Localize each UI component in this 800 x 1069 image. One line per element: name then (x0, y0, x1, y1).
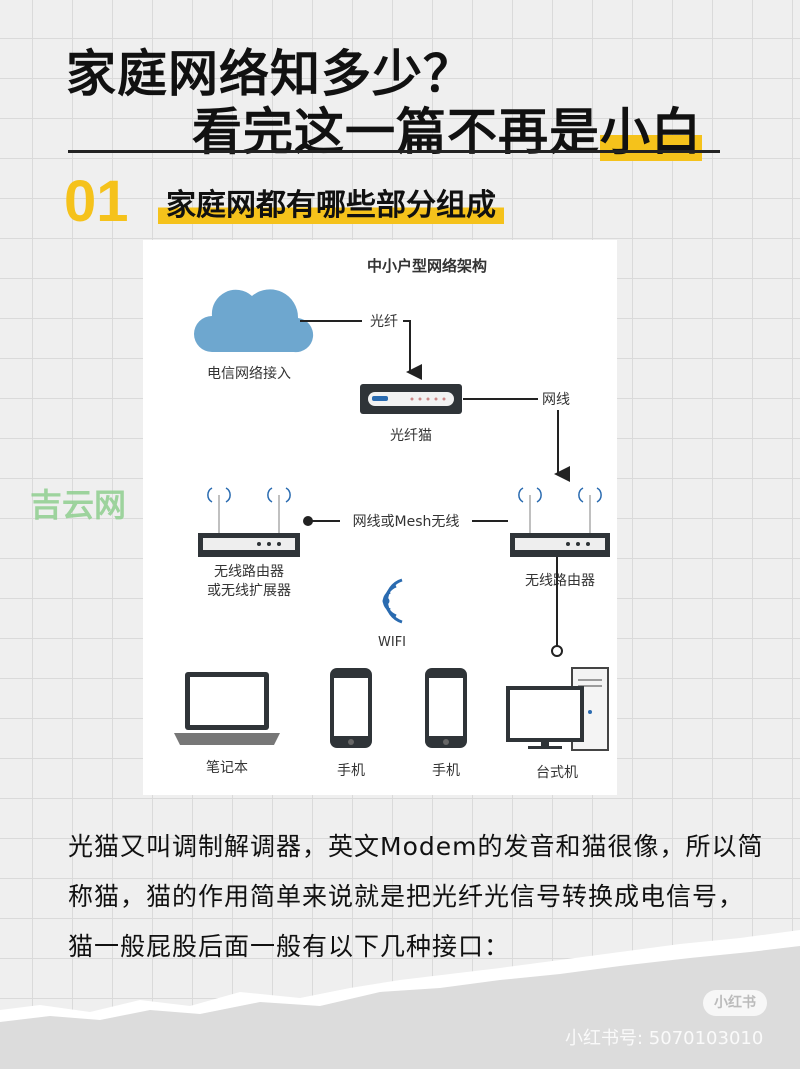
cloud-label: 电信网络接入 (207, 365, 291, 382)
network-diagram: 中小户型网络架构 电信网络接入 光纤 光纤猫 网线 无线路由器 或无线扩展器 无… (174, 257, 610, 781)
left-router-label-2: 或无线扩展器 (207, 583, 291, 599)
desktop-connector (551, 557, 563, 657)
modem-icon (360, 384, 462, 414)
cable-label: 网线 (542, 392, 570, 408)
divider (68, 150, 720, 153)
desktop-label: 台式机 (536, 765, 578, 781)
phone-label-2: 手机 (432, 763, 460, 779)
section-number: 01 (64, 169, 129, 234)
cable-connector (463, 398, 570, 482)
left-router-label-1: 无线路由器 (214, 564, 284, 580)
fiber-label: 光纤 (370, 314, 398, 330)
fiber-connector (300, 320, 422, 380)
modem-label: 光纤猫 (390, 428, 432, 444)
wifi-icon (382, 578, 403, 624)
laptop-label: 笔记本 (206, 760, 248, 776)
right-router-icon (510, 487, 610, 557)
account-id: 小红书号: 5070103010 (565, 1028, 764, 1049)
network-diagram-panel: 中小户型网络架构 电信网络接入 光纤 光纤猫 网线 无线路由器 或无线扩展器 无… (143, 240, 617, 795)
xiaohongshu-badge: 小红书 (703, 990, 767, 1016)
phone-label-1: 手机 (337, 763, 365, 779)
phone-icon (330, 668, 372, 748)
body-text: 光猫又叫调制解调器，英文Modem的发音和猫很像，所以简称猫，猫的作用简单来说就… (68, 832, 764, 961)
section-title: 家庭网都有哪些部分组成 (158, 180, 504, 224)
right-router-label: 无线路由器 (525, 573, 595, 589)
cloud-icon (194, 289, 314, 353)
torn-paper-edge (0, 930, 800, 1069)
left-router-icon (198, 487, 300, 557)
laptop-icon (174, 672, 280, 745)
desktop-icon (506, 667, 609, 751)
diagram-title: 中小户型网络架构 (367, 257, 487, 275)
title-line-2: 看完这一篇不再是小白 (192, 92, 702, 164)
wifi-label: WIFI (378, 635, 406, 650)
title-line-1: 家庭网络知多少？ (66, 45, 474, 103)
mesh-label: 网线或Mesh无线 (353, 514, 460, 530)
watermark: 吉云网 (30, 486, 127, 524)
phone-icon (425, 668, 467, 748)
mesh-connector (303, 516, 508, 526)
